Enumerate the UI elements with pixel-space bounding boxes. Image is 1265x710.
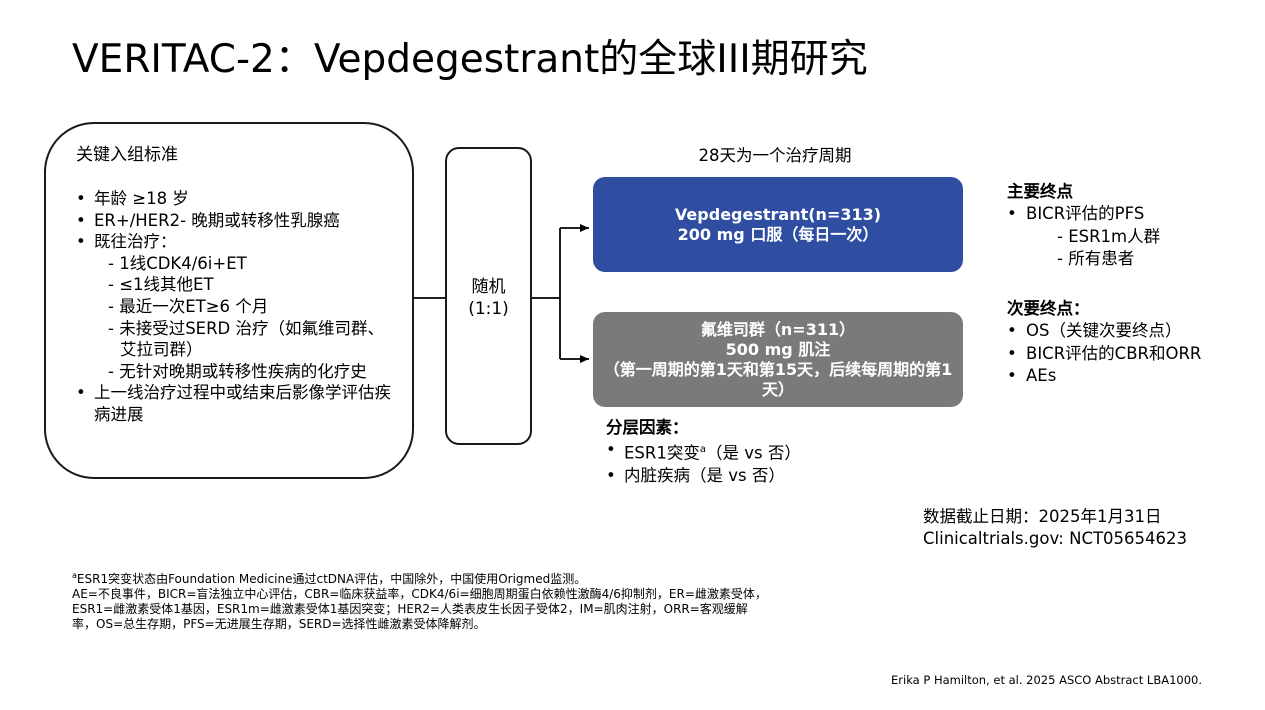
- primary-endpoint-item: BICR评估的PFS: [1007, 203, 1201, 226]
- criteria-subitem-other-et: - ≤1线其他ET: [108, 275, 214, 295]
- randomization-text: 随机: [471, 277, 506, 297]
- stratification-esr1-label: ESR1突变: [624, 443, 700, 463]
- secondary-endpoint-item-cbr-orr: BICR评估的CBR和ORR: [1007, 343, 1201, 366]
- secondary-endpoint-item-aes: AEs: [1007, 365, 1201, 388]
- criteria-subitem-no-serd: - 未接受过SERD 治疗（如氟维司群、 艾拉司群）: [108, 318, 385, 360]
- criteria-item-age: 年龄 ≥18 岁: [76, 188, 394, 210]
- citation: Erika P Hamilton, et al. 2025 ASCO Abstr…: [891, 673, 1203, 687]
- secondary-endpoint-title: 次要终点：: [1007, 299, 1090, 319]
- randomization-ratio: (1:1): [468, 299, 509, 319]
- stratification-esr1-options: （是 vs 否）: [706, 443, 801, 463]
- data-cutoff-date: 数据截止日期：2025年1月31日: [923, 507, 1162, 526]
- arm-fulvestrant: 氟维司群（n=311） 500 mg 肌注 （第一周期的第1天和第15天，后续每…: [593, 312, 963, 407]
- slide-title: VERITAC-2：Vepdegestrant的全球III期研究: [72, 37, 868, 82]
- criteria-subitem-no-chemo: - 无针对晚期或转移性疾病的化疗史: [108, 361, 367, 381]
- footnotes: aESR1突变状态由Foundation Medicine通过ctDNA评估，中…: [72, 568, 882, 632]
- arm2-drug: 氟维司群（n=311）: [700, 319, 856, 339]
- treatment-cycle-label: 28天为一个治疗周期: [698, 146, 852, 165]
- endpoints: 主要终点 BICR评估的PFS - ESR1m人群 - 所有患者 次要终点： O…: [1007, 181, 1201, 388]
- randomization-box: [445, 147, 532, 445]
- stratification-factors: 分层因素： ESR1突变a（是 vs 否） 内脏疾病（是 vs 否）: [606, 417, 801, 487]
- stratification-item-esr1: ESR1突变a（是 vs 否）: [606, 439, 801, 465]
- stratification-title: 分层因素：: [606, 418, 689, 437]
- inclusion-criteria-list: 年龄 ≥18 岁 ER+/HER2- 晚期或转移性乳腺癌 既往治疗： - 1线C…: [76, 188, 394, 426]
- stratification-item-visceral: 内脏疾病（是 vs 否）: [606, 465, 801, 487]
- secondary-endpoint-item-os: OS（关键次要终点）: [1007, 320, 1201, 343]
- footnote-abbreviations-3: 率，OS=总生存期，PFS=无进展生存期，SERD=选择性雌激素受体降解剂。: [72, 617, 486, 631]
- footnote-abbreviations-2: ESR1=雌激素受体1基因，ESR1m=雌激素受体1基因突变；HER2=人类表皮…: [72, 602, 748, 616]
- criteria-item-disease: ER+/HER2- 晚期或转移性乳腺癌: [76, 210, 394, 232]
- clinicaltrials-id: Clinicaltrials.gov: NCT05654623: [923, 529, 1188, 548]
- criteria-item-progression: 上一线治疗过程中或结束后影像学评估疾病进展: [76, 382, 394, 425]
- criteria-item-prior-therapy: 既往治疗：: [76, 231, 394, 253]
- arm-vepdegestrant: Vepdegestrant(n=313) 200 mg 口服（每日一次）: [593, 177, 963, 272]
- footnote-marker: a: [72, 571, 77, 580]
- arm2-dose: 500 mg 肌注: [725, 339, 831, 359]
- data-cutoff: 数据截止日期：2025年1月31日 Clinicaltrials.gov: NC…: [923, 506, 1187, 550]
- inclusion-criteria-title: 关键入组标准: [76, 145, 178, 165]
- inclusion-criteria-box: [44, 122, 414, 479]
- footnote-esr1-text: ESR1突变状态由Foundation Medicine通过ctDNA评估，中国…: [76, 572, 587, 586]
- criteria-subitem-cdk46i: - 1线CDK4/6i+ET: [108, 253, 247, 273]
- arm2-schedule: （第一周期的第1天和第15天，后续每周期的第1天）: [603, 359, 953, 399]
- arm1-drug: Vepdegestrant(n=313): [674, 204, 882, 224]
- footnote-esr1: aESR1突变状态由Foundation Medicine通过ctDNA评估，中…: [72, 568, 882, 587]
- primary-endpoint-subitem-all: - 所有患者: [1057, 248, 1135, 268]
- randomization-label: 随机 (1:1): [447, 276, 530, 320]
- criteria-subitem-last-et: - 最近一次ET≥6 个月: [108, 296, 269, 316]
- arm1-dose: 200 mg 口服（每日一次）: [677, 224, 879, 244]
- footnote-abbreviations-1: AE=不良事件，BICR=盲法独立中心评估，CBR=临床获益率，CDK4/6i=…: [72, 587, 767, 601]
- primary-endpoint-title: 主要终点: [1007, 182, 1073, 201]
- primary-endpoint-subitem-esr1m: - ESR1m人群: [1057, 226, 1161, 246]
- stratification-esr1-footnote-marker: a: [699, 444, 707, 455]
